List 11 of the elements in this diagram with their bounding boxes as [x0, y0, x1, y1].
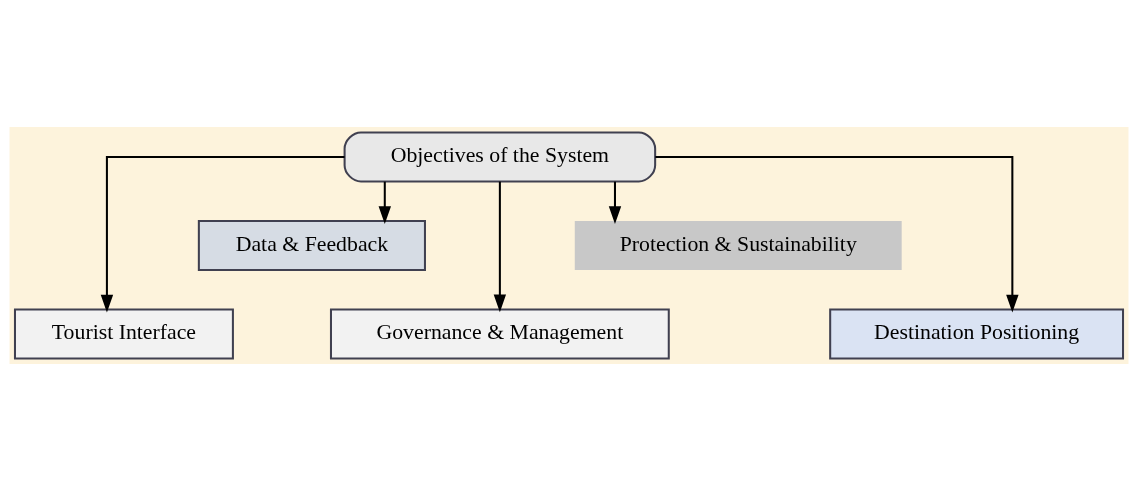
arrow [655, 155, 1019, 313]
node-box: Data & Feedback [197, 219, 426, 272]
arrow [493, 181, 507, 313]
arrow [378, 181, 391, 225]
node-box: Tourist Interface [13, 308, 234, 360]
node-box: Objectives of the System [343, 131, 657, 183]
arrow [100, 155, 345, 313]
node-box: Destination Positioning [829, 308, 1125, 360]
arrow [608, 181, 622, 225]
node-box: Governance & Management [329, 308, 670, 360]
node-box: Protection & Sustainability [574, 221, 902, 270]
